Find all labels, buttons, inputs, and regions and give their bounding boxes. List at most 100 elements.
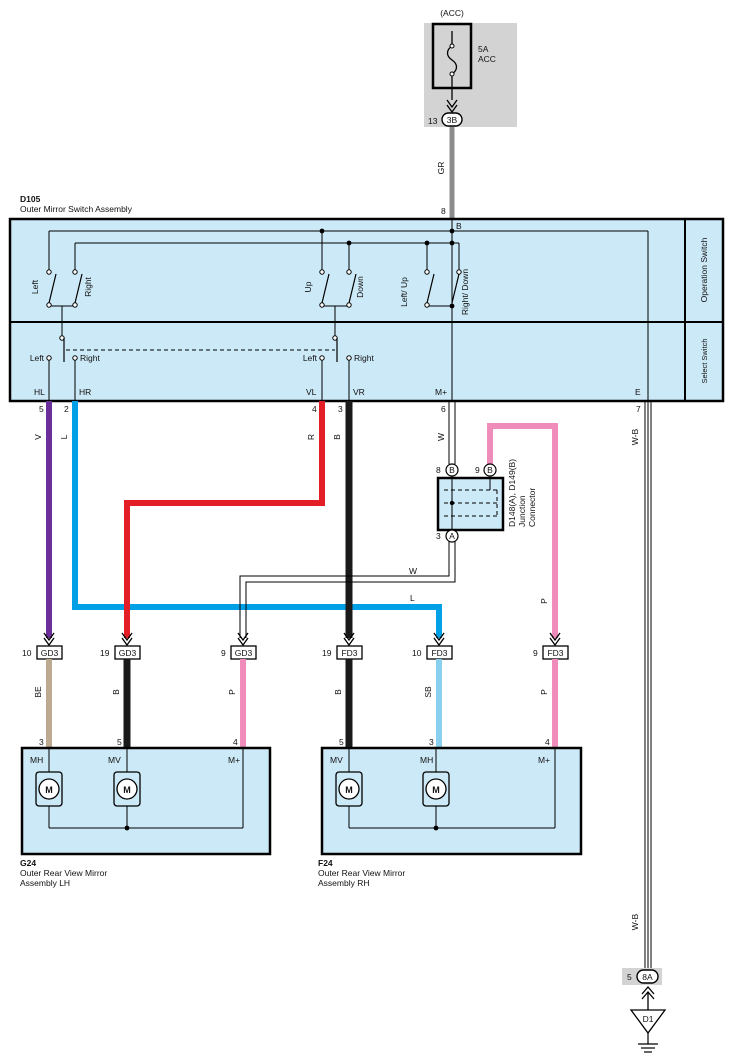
svg-text:19: 19 [100, 648, 110, 658]
svg-text:3: 3 [429, 737, 434, 747]
terminal-e: E [635, 387, 641, 397]
motor-icon: M [335, 771, 363, 807]
wire-p-mid-label: P [539, 598, 549, 604]
svg-text:P: P [539, 689, 549, 695]
mirror-lh-id: G24 [20, 858, 36, 868]
terminal-vl: VL [306, 387, 317, 397]
connector-fd3-19: 19 FD3 [322, 645, 363, 660]
switch-assembly-box [8, 217, 725, 403]
op-up: Up [303, 281, 313, 292]
connector-gd3-10: 10 GD3 [22, 645, 63, 660]
svg-text:P: P [227, 689, 237, 695]
pin-m-plus: 6 [441, 404, 446, 414]
terminal-hr: HR [79, 387, 91, 397]
svg-text:10: 10 [22, 648, 32, 658]
pin-vr: 3 [338, 404, 343, 414]
mirror-lh-name-2: Assembly LH [20, 878, 70, 888]
motor-icon: M [422, 771, 450, 807]
wire-r-label: R [306, 434, 316, 440]
feed-pin: 8 [441, 206, 446, 216]
mirror-rh-name-2: Assembly RH [318, 878, 369, 888]
mirror-lh-name-1: Outer Rear View Mirror [20, 868, 107, 878]
wire-wb [644, 401, 652, 975]
fuse-pin: 13 [428, 116, 438, 126]
op-right-down: Right/ Down [460, 269, 470, 316]
wire-l [72, 401, 442, 638]
select-switch-label: Select Switch [700, 338, 709, 383]
wire-l-label: L [59, 434, 69, 439]
node-b-label: B [456, 221, 462, 231]
switch-terminals: HL HR VL VR M+ E [34, 387, 641, 397]
junction-letter-a: A [449, 531, 455, 541]
fuse-element-icon [446, 31, 458, 88]
junction-name-3: Connector [527, 488, 537, 527]
svg-text:M+: M+ [228, 755, 240, 765]
svg-text:10: 10 [412, 648, 422, 658]
op-right: Right [83, 276, 93, 296]
svg-text:GD3: GD3 [235, 648, 253, 658]
svg-text:MV: MV [330, 755, 343, 765]
wire-w-label: W [436, 433, 446, 441]
motor-icon: M [113, 771, 141, 807]
ground-symbol-icon [638, 1033, 658, 1053]
sel-right-lh: Right [80, 353, 100, 363]
svg-text:9: 9 [533, 648, 538, 658]
connector-gd3-19: 19 GD3 [100, 645, 141, 660]
mirror-assembly-lh: 3 5 4 MH MV M+ M M G24 Outer Rear View M… [20, 737, 272, 888]
connector-fd3-10: 10 FD3 [412, 645, 453, 660]
svg-text:4: 4 [233, 737, 238, 747]
svg-text:4: 4 [545, 737, 550, 747]
svg-text:9: 9 [221, 648, 226, 658]
sel-right-rh: Right [354, 353, 374, 363]
svg-text:MV: MV [108, 755, 121, 765]
svg-text:M: M [432, 785, 440, 795]
wire-l-mid-label: L [410, 593, 415, 603]
svg-text:19: 19 [322, 648, 332, 658]
op-down: Down [355, 276, 365, 298]
pin-vl: 4 [312, 404, 317, 414]
connector-gd3-9: 9 GD3 [221, 645, 257, 660]
svg-text:FD3: FD3 [547, 648, 563, 658]
junction-name-1: D148(A), D149(B) [507, 459, 517, 527]
mirror-rh-box [320, 746, 583, 856]
svg-text:M: M [45, 785, 53, 795]
lower-wire-labels: BE B P B SB P [33, 686, 549, 698]
mirror-rh-id: F24 [318, 858, 333, 868]
wire-w-mid-label: W [409, 566, 417, 576]
terminal-m-plus: M+ [435, 387, 447, 397]
junction-pin-a: 3 [436, 531, 441, 541]
svg-text:BE: BE [33, 686, 43, 698]
junction-pin-b1: 8 [436, 465, 441, 475]
mirror-lh-box [20, 746, 272, 856]
svg-text:GD3: GD3 [119, 648, 137, 658]
junction-connector: 8 B 9 B 3 A D148(A), D149(B) Junction Co… [436, 459, 537, 543]
connector-arrows [43, 632, 561, 647]
svg-text:M: M [123, 785, 131, 795]
mirror-rh-name-1: Outer Rear View Mirror [318, 868, 405, 878]
wire-wb-label: W-B [630, 428, 640, 445]
operation-switch-label: Operation Switch [699, 237, 709, 302]
fuse-rating: 5A [478, 44, 489, 54]
wire-w [239, 401, 456, 638]
svg-text:5: 5 [339, 737, 344, 747]
op-left-up: Left/ Up [399, 277, 409, 307]
connector-arrow-icon [446, 99, 458, 114]
svg-text:5: 5 [117, 737, 122, 747]
svg-text:FD3: FD3 [341, 648, 357, 658]
ground-id: D1 [643, 1014, 654, 1024]
wire-v-label: V [33, 434, 43, 440]
select-switch-labels: Left Right Left Right [30, 353, 375, 363]
connector-row: 10 GD3 19 GD3 9 GD3 19 FD3 10 FD3 9 FD3 [22, 645, 569, 660]
svg-text:M+: M+ [538, 755, 550, 765]
operation-switch-labels: Left Right Up Down Left/ Up Right/ Down [30, 269, 470, 316]
svg-text:3: 3 [39, 737, 44, 747]
wire-r [124, 401, 325, 638]
svg-text:B: B [333, 689, 343, 695]
mirror-assembly-rh: 5 3 4 MV MH M+ M M F24 Outer Rear View M… [318, 737, 583, 888]
switch-assembly-id: D105 [20, 194, 41, 204]
junction-name-2: Junction [517, 495, 527, 527]
ground-point: 5 8A D1 [622, 968, 667, 1053]
terminal-hl: HL [34, 387, 45, 397]
sel-left-lh: Left [30, 353, 45, 363]
